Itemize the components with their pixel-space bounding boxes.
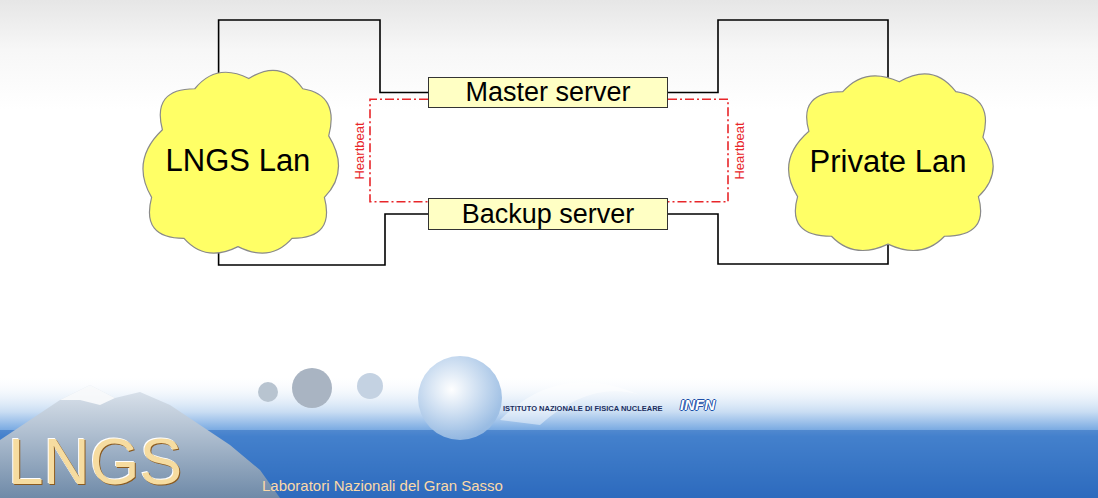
lab-name: Laboratori Nazionali del Gran Sasso	[262, 478, 503, 493]
lan-cloud: LNGS Lan	[130, 58, 346, 263]
node-label: Master server	[465, 79, 630, 106]
lab-logo: LNGS	[8, 430, 182, 494]
lan-cloud: Private Lan	[775, 62, 1001, 260]
blue-stripe	[0, 430, 1098, 498]
snow-cap	[60, 385, 115, 405]
globe-picture	[418, 356, 502, 440]
node-label: Private Lan	[810, 146, 967, 177]
sphere-picture	[258, 382, 278, 402]
edge-label: Heartbeat	[733, 122, 746, 179]
node-label: LNGS Lan	[166, 145, 311, 176]
blue-band	[0, 375, 1098, 498]
heartbeat-link	[370, 99, 428, 202]
sphere-picture	[357, 373, 383, 399]
server-box: Backup server	[428, 198, 668, 230]
edge-label: Heartbeat	[353, 122, 366, 179]
node-label: Backup server	[462, 201, 635, 228]
mountain-picture	[0, 385, 280, 498]
swirl-picture	[500, 382, 640, 425]
sphere-picture	[292, 368, 332, 408]
institute-logo: INFN	[680, 397, 715, 412]
institute-name: ISTITUTO NAZIONALE DI FISICA NUCLEARE	[503, 405, 663, 413]
heartbeat-link	[668, 99, 728, 202]
server-box: Master server	[428, 77, 668, 108]
